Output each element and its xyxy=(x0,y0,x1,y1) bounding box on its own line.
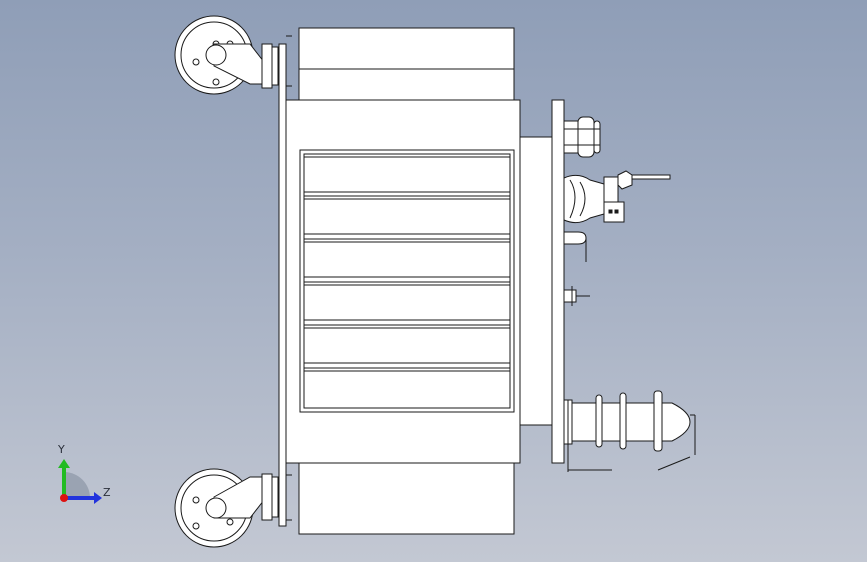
caster-wheel-top[interactable] xyxy=(174,15,279,95)
sampling-plug[interactable] xyxy=(563,286,590,306)
insulator-bushing[interactable] xyxy=(563,170,671,224)
z-axis-arrow xyxy=(64,496,94,500)
axis-triad-icon xyxy=(58,459,102,504)
terminal-box[interactable] xyxy=(519,99,565,464)
bushing-top[interactable] xyxy=(563,116,601,158)
y-axis-label: Y xyxy=(58,443,65,456)
tank-top-section[interactable] xyxy=(298,27,515,101)
y-axis-arrow xyxy=(62,468,66,499)
cooling-fins[interactable] xyxy=(303,153,511,409)
tank-bottom-section[interactable] xyxy=(298,462,515,535)
x-axis-dot xyxy=(60,494,68,502)
z-axis-label: Z xyxy=(103,486,111,499)
drain-valve[interactable] xyxy=(563,231,587,262)
caster-wheel-bottom[interactable] xyxy=(174,468,279,548)
hv-bushing[interactable] xyxy=(563,390,696,472)
